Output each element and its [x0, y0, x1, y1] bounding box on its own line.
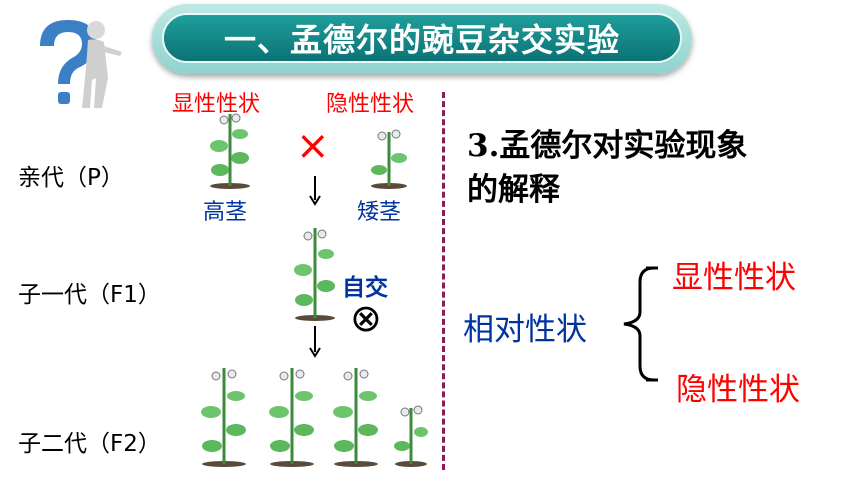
f2-tall-plant-icon — [201, 368, 246, 467]
f1-pea-plant-icon — [294, 228, 335, 321]
generation-f1-label: 子一代（F1） — [18, 282, 161, 308]
recessive-trait-label: 隐性性状 — [326, 92, 415, 117]
explanation-heading: 3.孟德尔对实验现象 的解释 — [467, 124, 847, 212]
recessive-trait-term: 隐性性状 — [676, 372, 800, 408]
tall-stem-label: 高茎 — [203, 200, 248, 225]
short-pea-plant-icon — [371, 129, 407, 189]
explanation-heading-line1: 3.孟德尔对实验现象 — [467, 128, 748, 164]
dominant-trait-term: 显性性状 — [672, 260, 796, 296]
brace-icon — [623, 266, 658, 382]
title-banner: 一、孟德尔的豌豆杂交实验 — [152, 4, 692, 74]
self-cross-label: 自交 — [342, 275, 388, 301]
arrow-down-icon — [309, 176, 321, 206]
selfing-symbol: ⊗ — [350, 296, 382, 340]
tall-pea-plant-icon — [210, 113, 250, 189]
thinking-person-icon — [40, 20, 122, 108]
dominant-trait-label: 显性性状 — [172, 92, 261, 117]
generation-f2-label: 子二代（F2） — [18, 431, 161, 457]
f2-tall-plant-icon — [333, 368, 378, 467]
f2-short-plant-icon — [394, 405, 428, 467]
arrow-down-icon — [309, 326, 321, 358]
f2-tall-plant-icon — [269, 368, 314, 467]
cross-symbol: × — [296, 123, 330, 169]
generation-p-label: 亲代（P） — [18, 165, 124, 191]
short-stem-label: 矮茎 — [357, 200, 402, 225]
explanation-heading-line2: 的解释 — [467, 172, 560, 208]
page-title: 一、孟德尔的豌豆杂交实验 — [162, 13, 682, 63]
relative-traits-label: 相对性状 — [463, 312, 587, 348]
dashed-divider — [442, 92, 445, 470]
